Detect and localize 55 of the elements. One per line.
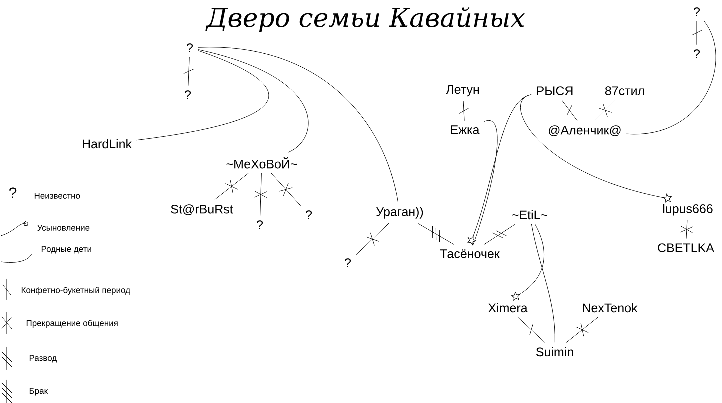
legend-symbol: ?	[9, 188, 17, 198]
child-line	[468, 94, 532, 246]
child-line	[473, 120, 498, 246]
name-label: St@rBuRst	[171, 204, 234, 216]
relation-line	[518, 317, 546, 343]
name-label: ~EtiL~	[512, 210, 548, 220]
legend-text: Прекращение общения	[26, 320, 118, 328]
unknown-mark: ?	[257, 220, 264, 230]
relation-line	[484, 224, 516, 246]
legend-text: Брак	[30, 388, 48, 396]
name-label: Ximera	[488, 303, 528, 313]
relation-line	[458, 101, 470, 122]
relation-line	[680, 220, 694, 240]
name-label: lupus666	[663, 204, 713, 216]
child-line	[531, 224, 556, 343]
child-line	[626, 20, 716, 134]
child-line	[198, 47, 399, 203]
child-line	[136, 50, 269, 141]
name-label: NexTenok	[583, 303, 638, 313]
relation-line	[184, 56, 194, 86]
relation-line	[594, 100, 616, 122]
name-label: CBETLKA	[658, 244, 714, 252]
relation-line	[254, 173, 268, 216]
legend-text: Неизвестно	[34, 193, 80, 199]
child-line	[198, 50, 309, 153]
legend-text: Усыновление	[38, 225, 90, 231]
name-label: Suimin	[536, 347, 574, 357]
child-line	[511, 224, 545, 301]
unknown-mark: ?	[306, 210, 312, 220]
name-label: 87стил	[605, 86, 644, 96]
name-label: @Аленчик@	[549, 126, 621, 136]
relation-line	[214, 173, 249, 200]
unknown-mark: ?	[185, 90, 192, 100]
name-label: ~МеХоВоЙ~	[226, 157, 298, 169]
name-label: Тасёночек	[440, 250, 500, 258]
name-label: Ураган))	[376, 207, 424, 219]
child-line	[520, 94, 672, 203]
legend-text: Родные дети	[42, 246, 92, 254]
relation-line	[271, 173, 302, 206]
name-label: РЫСЯ	[537, 86, 573, 96]
legend-text: Конфетно-букетный период	[22, 286, 130, 296]
unknown-mark: ?	[187, 44, 194, 52]
legend-text: Развод	[30, 355, 57, 363]
unknown-mark: ?	[345, 258, 352, 268]
name-label: HardLink	[83, 139, 132, 149]
relation-line	[692, 20, 702, 46]
relation-line	[562, 100, 578, 122]
name-label: Ежка	[451, 126, 480, 134]
name-label: Летун	[446, 85, 480, 97]
unknown-mark: ?	[694, 8, 700, 16]
title: Дверо семьи Кавайных	[206, 8, 525, 32]
relation-line	[356, 223, 390, 256]
relation-line	[566, 317, 599, 343]
relation-line	[418, 223, 455, 246]
unknown-mark: ?	[694, 50, 700, 58]
